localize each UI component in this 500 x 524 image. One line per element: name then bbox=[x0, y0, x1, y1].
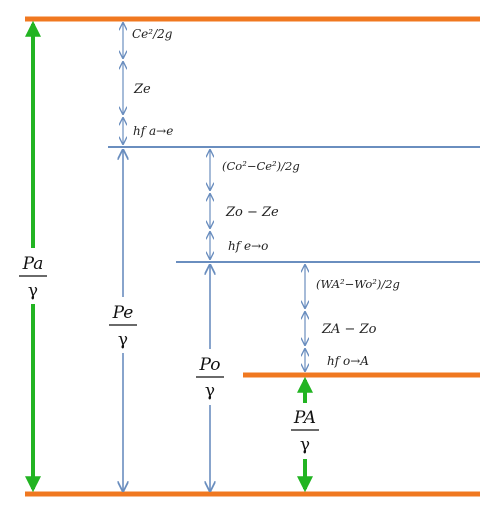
fraction-po-numerator: Po bbox=[199, 355, 221, 375]
label-ze: Ze bbox=[133, 82, 151, 97]
label-hf-e-to-o: hf e→o bbox=[228, 239, 268, 253]
label-zo-minus-ze: Zo − Ze bbox=[225, 205, 279, 220]
fraction-pe-numerator: Pe bbox=[112, 303, 134, 323]
fraction-po-denominator: γ bbox=[205, 381, 215, 401]
fraction-pA-background bbox=[287, 403, 323, 459]
label-hf-a-to-e: hf a→e bbox=[133, 124, 173, 138]
label-hf-o-to-A: hf o→A bbox=[327, 354, 369, 368]
label-ce-velocity-head: Ce²/2g bbox=[132, 27, 173, 41]
fraction-pA-numerator: PA bbox=[293, 408, 316, 428]
fraction-pa-denominator: γ bbox=[28, 281, 38, 301]
fraction-pA-denominator: γ bbox=[300, 435, 310, 455]
label-wa-wo-velocity-head: (WA²−Wo²)/2g bbox=[316, 277, 400, 291]
label-co-ce-velocity-head: (Co²−Ce²)/2g bbox=[222, 159, 300, 173]
fraction-pa-numerator: Pa bbox=[22, 254, 44, 274]
label-za-minus-zo: ZA − Zo bbox=[321, 322, 377, 337]
fraction-pe-denominator: γ bbox=[118, 330, 128, 350]
